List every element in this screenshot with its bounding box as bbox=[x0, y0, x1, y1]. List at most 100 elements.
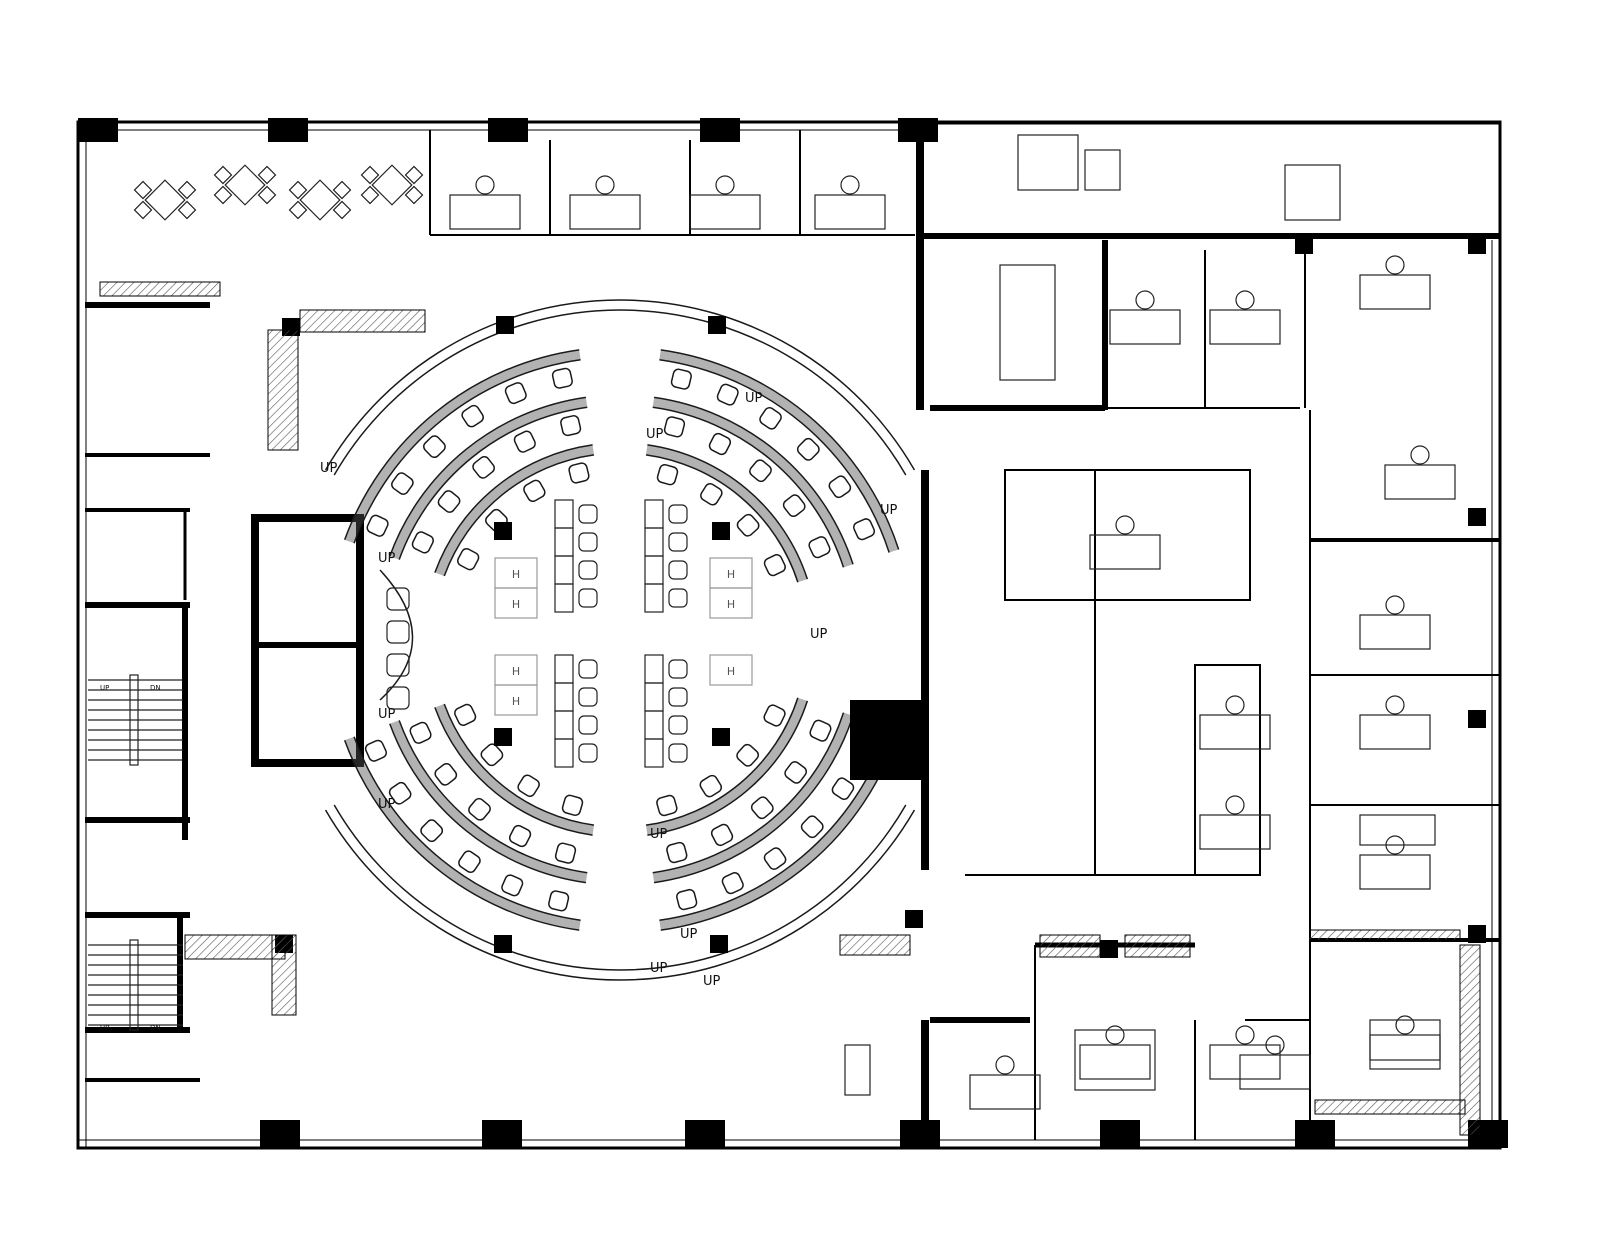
accessible-seat-space bbox=[709, 587, 753, 619]
accessible-seat-label: H bbox=[512, 665, 520, 678]
chair bbox=[386, 620, 410, 644]
seating-row-edge bbox=[645, 697, 799, 826]
desk bbox=[1109, 309, 1181, 345]
auditorium-outer-wall bbox=[333, 309, 907, 476]
seating-row-edge bbox=[652, 406, 845, 568]
chair bbox=[699, 774, 723, 798]
chair bbox=[784, 761, 808, 784]
chair bbox=[668, 504, 688, 524]
chair bbox=[668, 743, 688, 763]
chair bbox=[554, 842, 577, 864]
chair bbox=[578, 715, 598, 735]
chair bbox=[809, 719, 832, 742]
structural-columns bbox=[78, 118, 1508, 1148]
desk bbox=[1209, 1044, 1281, 1080]
accessible-seat-label: H bbox=[727, 598, 735, 611]
desk bbox=[1079, 1044, 1151, 1080]
table bbox=[644, 583, 664, 613]
stair-rail bbox=[129, 939, 139, 1031]
hatched-counter bbox=[839, 934, 911, 956]
desk bbox=[814, 194, 886, 230]
table bbox=[554, 583, 574, 613]
column bbox=[850, 700, 925, 780]
stage-curve bbox=[379, 569, 414, 701]
seating-row-edge bbox=[653, 396, 854, 565]
column bbox=[1468, 710, 1486, 728]
up-label: UP bbox=[880, 503, 898, 518]
chair bbox=[133, 200, 153, 220]
column bbox=[268, 118, 308, 142]
chair bbox=[404, 165, 424, 185]
auditorium-outer-wall bbox=[333, 804, 907, 971]
office-chair bbox=[1265, 1035, 1285, 1055]
accessible-seat-label: H bbox=[727, 665, 735, 678]
chair bbox=[480, 743, 504, 767]
meeting-table bbox=[1369, 1019, 1441, 1061]
chair bbox=[523, 479, 546, 503]
up-stair-label: UP bbox=[100, 1024, 109, 1032]
desk bbox=[1369, 1034, 1441, 1070]
chair bbox=[409, 721, 432, 744]
chair bbox=[468, 797, 491, 821]
seating-counter bbox=[345, 350, 581, 544]
office-chair bbox=[1410, 445, 1430, 465]
table bbox=[554, 710, 574, 740]
chair bbox=[668, 532, 688, 552]
auditorium-outer-wall bbox=[324, 299, 916, 471]
meeting-table bbox=[1074, 1029, 1156, 1091]
chair bbox=[796, 437, 820, 461]
chair bbox=[288, 180, 308, 200]
chair bbox=[578, 659, 598, 679]
accessible-seat-label: H bbox=[512, 695, 520, 708]
up-stair-label: UP bbox=[100, 684, 109, 692]
chair bbox=[828, 475, 852, 499]
chair bbox=[568, 462, 590, 484]
seating-row-edge bbox=[434, 444, 593, 573]
column bbox=[1295, 1120, 1335, 1148]
furniture bbox=[88, 134, 1456, 1110]
column bbox=[898, 118, 938, 142]
seating-counter bbox=[345, 736, 581, 930]
up-label: UP bbox=[646, 427, 664, 442]
seating-row-edge bbox=[398, 406, 588, 560]
chair bbox=[457, 548, 480, 571]
chair bbox=[668, 588, 688, 608]
seating-row-edge bbox=[443, 454, 595, 577]
storage-unit bbox=[1084, 149, 1121, 191]
table bbox=[644, 527, 664, 557]
hatched-counters bbox=[99, 281, 1481, 1136]
table bbox=[644, 555, 664, 585]
seating-row-edge bbox=[434, 707, 593, 836]
column bbox=[905, 910, 923, 928]
hatched-counter bbox=[184, 934, 286, 960]
chair bbox=[213, 185, 233, 205]
office-chair bbox=[1235, 1025, 1255, 1045]
chair bbox=[750, 796, 774, 820]
seating-counter bbox=[659, 350, 899, 553]
table bbox=[554, 499, 574, 529]
cafe-table bbox=[371, 164, 413, 206]
desk bbox=[689, 194, 761, 230]
chair bbox=[508, 824, 532, 848]
chair bbox=[434, 762, 458, 786]
column bbox=[488, 118, 528, 142]
accessible-seat-label: H bbox=[727, 568, 735, 581]
chair bbox=[360, 165, 380, 185]
table bbox=[554, 682, 574, 712]
office-chair bbox=[1115, 515, 1135, 535]
office-chair bbox=[995, 1055, 1015, 1075]
office-chair bbox=[1395, 1015, 1415, 1035]
chair bbox=[700, 483, 723, 506]
seating-row-edge bbox=[652, 712, 845, 874]
chair bbox=[670, 368, 692, 390]
chair bbox=[852, 518, 876, 541]
chair bbox=[423, 435, 446, 459]
desk bbox=[1359, 714, 1431, 750]
chair bbox=[386, 587, 410, 611]
up-label: UP bbox=[810, 627, 828, 642]
seating-row-edge bbox=[647, 444, 809, 580]
column bbox=[712, 522, 730, 540]
chair bbox=[454, 703, 477, 726]
desk bbox=[449, 194, 521, 230]
